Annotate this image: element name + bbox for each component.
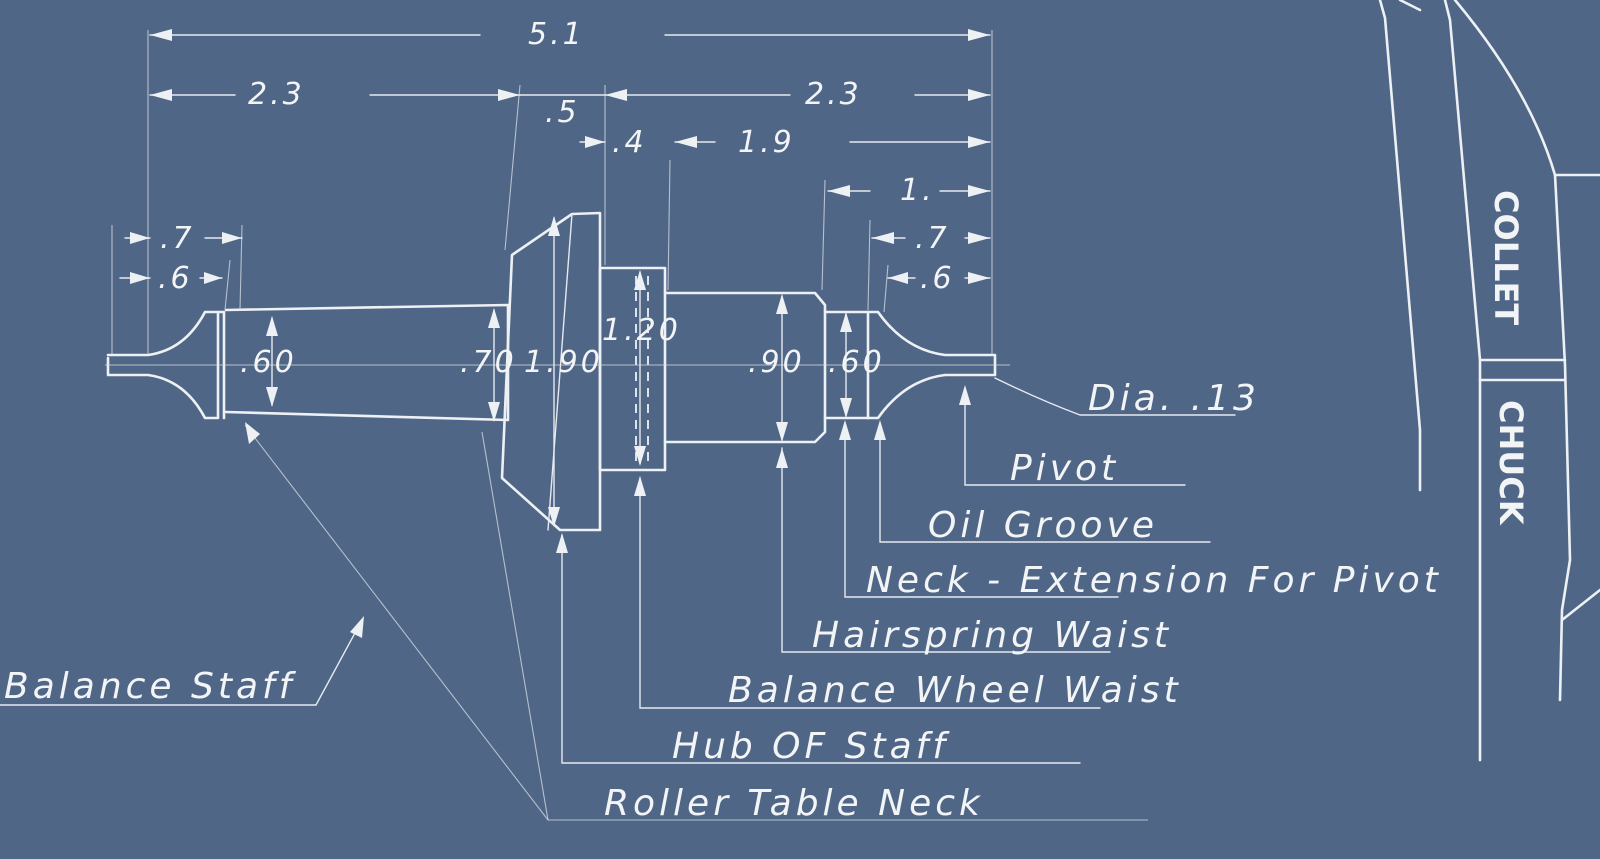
collet-chuck-fixture: COLLET CHUCK: [1378, 0, 1600, 762]
callout-balance-wheel: Balance Wheel Waist: [728, 670, 1182, 711]
dim-left-pivot-outer: .7: [160, 221, 195, 256]
callout-neck: Neck - Extension For Pivot: [866, 560, 1442, 601]
callout-hairspring: Hairspring Waist: [812, 615, 1172, 656]
dim-left-pivot-inner: .6: [158, 261, 193, 296]
chuck-label: CHUCK: [1492, 400, 1530, 526]
callout-leaders: [0, 377, 1236, 821]
callout-pivot-dia: Dia. .13: [1088, 378, 1260, 419]
callout-hub: Hub OF Staff: [672, 726, 950, 767]
dim-hub-width: .5: [545, 95, 580, 130]
callout-pivot: Pivot: [1010, 448, 1119, 489]
horizontal-dimensions: 5.1 2.3 2.3 .5 .4 1.9 1. .7 .6: [119, 17, 991, 296]
dim-hub-dia: 1.90: [524, 345, 603, 380]
dim-left-waist-dia: .60: [240, 345, 297, 380]
dim-right-pivot-inner: .6: [920, 261, 955, 296]
dim-neck-dia: .60: [828, 345, 885, 380]
dim-waist-span: 1.9: [738, 125, 795, 160]
dim-neck-span: 1.: [900, 173, 935, 208]
extension-lines: [111, 30, 993, 355]
callout-balance-staff: Balance Staff: [4, 666, 297, 707]
dim-left-end-dia: .70: [460, 345, 517, 380]
balance-staff-outline: [105, 211, 1010, 532]
callout-roller: Roller Table Neck: [604, 783, 984, 824]
dim-right-span: 2.3: [805, 77, 862, 112]
dim-roller-dia: 1.20: [602, 313, 681, 348]
dim-left-span: 2.3: [248, 77, 305, 112]
callout-oil-groove: Oil Groove: [928, 505, 1158, 546]
dim-overall: 5.1: [528, 17, 585, 52]
dim-roller-width: .4: [612, 125, 647, 160]
collet-label: COLLET: [1487, 190, 1525, 325]
callout-labels: Dia. .13 Pivot Oil Groove Neck - Extensi…: [4, 378, 1442, 824]
dim-hairspring-dia: .90: [748, 345, 805, 380]
diameter-dimensions: .60 .70 1.90 1.20 .90 .60: [240, 216, 885, 527]
dim-right-pivot-outer: .7: [915, 221, 950, 256]
